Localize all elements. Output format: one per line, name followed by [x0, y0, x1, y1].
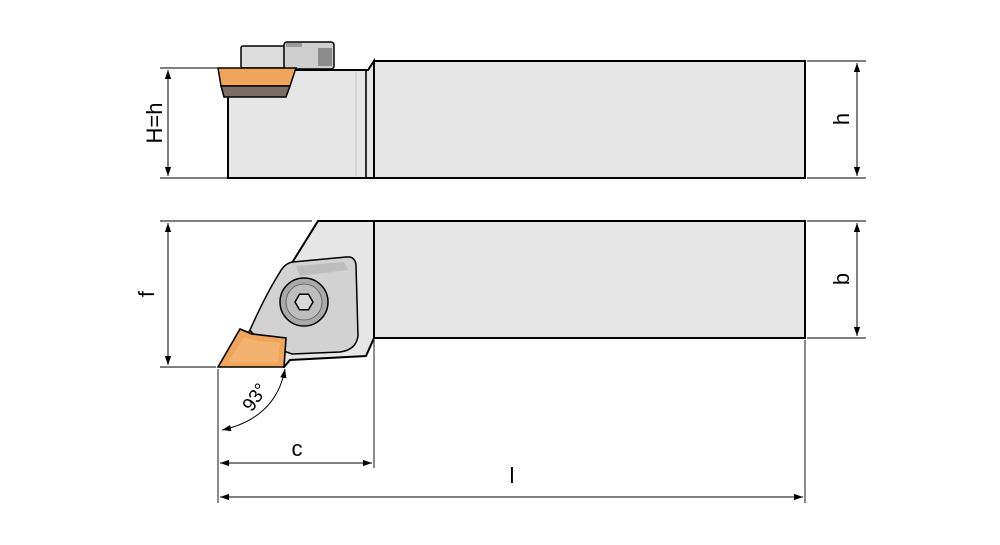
dim-c: c: [220, 436, 372, 467]
label-h: h: [829, 113, 854, 125]
label-c: c: [292, 436, 303, 461]
top-insert: [216, 327, 287, 368]
dim-h: h: [807, 60, 866, 179]
top-view: [216, 220, 806, 369]
label-b: b: [829, 273, 854, 285]
label-l: l: [510, 463, 515, 488]
label-H-eq-h: H=h: [142, 103, 167, 144]
label-f: f: [134, 290, 159, 297]
side-view: [217, 41, 806, 179]
side-insert: [217, 67, 298, 98]
screw-icon: [279, 277, 329, 327]
dim-H-eq-h: H=h: [142, 67, 228, 179]
side-shank: [373, 60, 806, 179]
dim-l: l: [220, 463, 803, 501]
label-angle: 93°: [239, 380, 273, 416]
dim-b: b: [807, 220, 866, 339]
top-shank: [373, 220, 806, 339]
dim-angle: 93°: [221, 368, 287, 432]
side-clamp: [240, 41, 335, 70]
dim-f: f: [134, 220, 312, 368]
